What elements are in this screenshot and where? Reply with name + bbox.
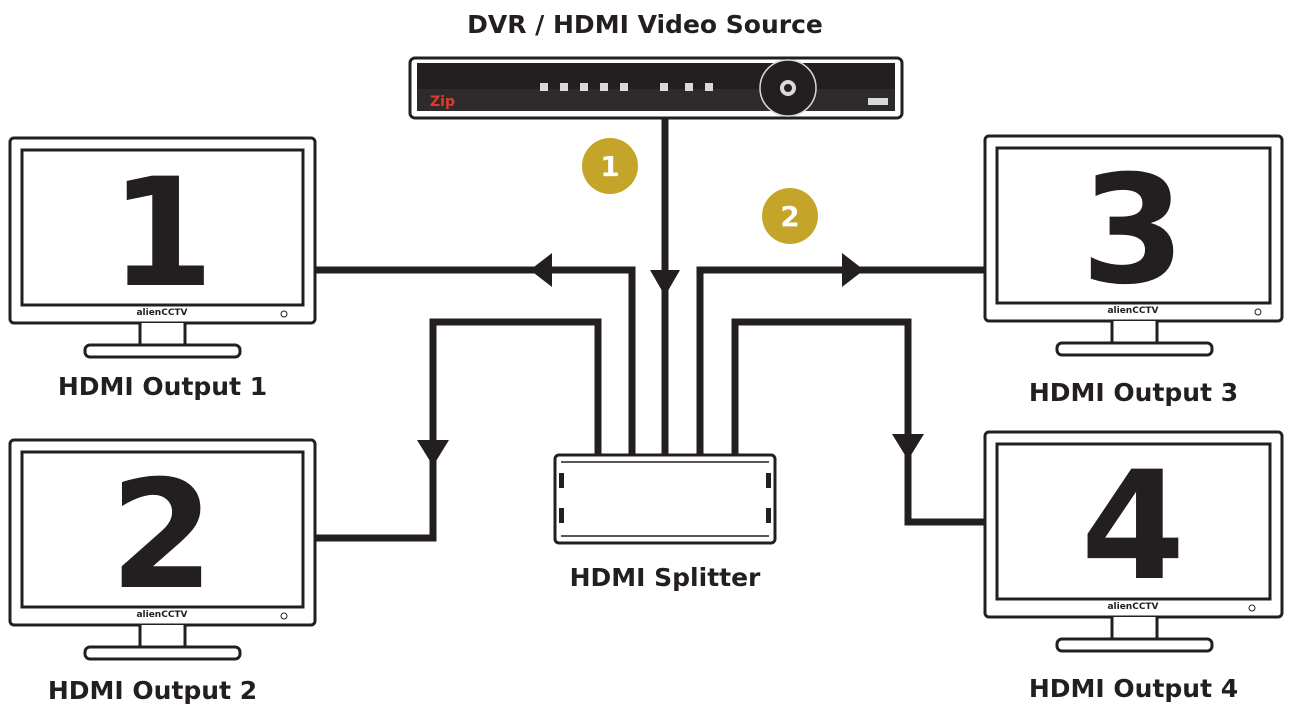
monitor-2-number: 2 (110, 449, 214, 623)
monitor-1-brand: alienCCTV (136, 308, 187, 318)
monitor-1-label: HDMI Output 1 (57, 372, 268, 401)
monitor-4-number: 4 (1081, 440, 1185, 614)
cables (315, 118, 990, 542)
monitor-2: 2 alienCCTV (8, 438, 317, 661)
cable-to-monitor-3 (696, 266, 990, 455)
monitor-3-brand: alienCCTV (1107, 306, 1158, 316)
step-badge-1: 1 (582, 138, 638, 194)
cable-to-monitor-4 (731, 318, 985, 526)
arrow-down-monitor-4 (892, 434, 924, 460)
monitor-2-brand: alienCCTV (136, 610, 187, 620)
arrow-left-monitor-1 (530, 253, 552, 287)
cable-to-monitor-1 (315, 266, 636, 455)
monitor-4-brand: alienCCTV (1107, 602, 1158, 612)
hdmi-splitter-device (553, 453, 777, 545)
step-number-2: 2 (780, 200, 799, 233)
cable-to-monitor-2 (315, 318, 602, 542)
arrow-down-monitor-2 (417, 440, 449, 466)
splitter-label: HDMI Splitter (569, 563, 761, 592)
monitor-2-label: HDMI Output 2 (47, 676, 258, 705)
monitor-4-label: HDMI Output 4 (1028, 674, 1239, 703)
dvr-device: Zip (408, 56, 904, 120)
arrow-down-source (650, 270, 680, 296)
diagram-title: DVR / HDMI Video Source (467, 10, 823, 39)
dvr-logo: Zip (430, 94, 455, 110)
monitor-1-number: 1 (110, 147, 214, 321)
monitor-3-number: 3 (1081, 144, 1185, 318)
monitor-1: 1 alienCCTV (8, 136, 317, 359)
monitor-4: 4 alienCCTV (983, 430, 1284, 653)
arrows (417, 253, 924, 466)
monitor-3: 3 alienCCTV (983, 134, 1284, 357)
monitor-3-label: HDMI Output 3 (1028, 378, 1239, 407)
step-number-1: 1 (600, 150, 619, 183)
step-badge-2: 2 (762, 188, 818, 244)
arrow-right-monitor-3 (842, 253, 864, 287)
